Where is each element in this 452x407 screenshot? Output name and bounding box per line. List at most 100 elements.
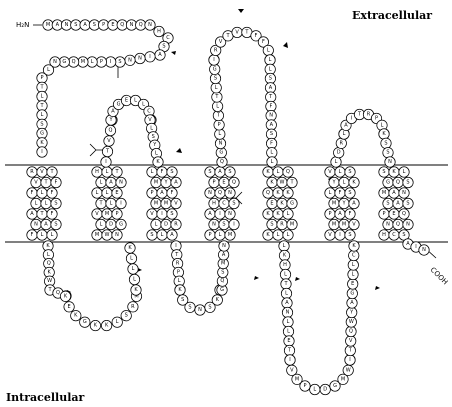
residue-bead: N: [282, 307, 292, 317]
residue-letter: A: [396, 201, 400, 207]
residue-letter: R: [131, 304, 135, 310]
residue-bead: L: [211, 83, 221, 93]
residue-bead: E: [64, 302, 74, 312]
residue-letter: L: [287, 232, 290, 238]
residue-bead: K: [60, 291, 70, 301]
residue-bead: L: [283, 326, 293, 336]
residue-bead: I: [145, 52, 155, 62]
residue-bead: S: [265, 73, 275, 83]
residue-bead: V: [37, 167, 47, 177]
residue-bead: S: [167, 167, 177, 177]
residue-bead: K: [277, 198, 287, 208]
residue-bead: G: [37, 128, 47, 138]
residue-bead: N: [135, 53, 145, 63]
residue-bead: I: [116, 198, 126, 208]
residue-letter: S: [269, 76, 272, 82]
residue-letter: Q: [396, 180, 400, 186]
residue-letter: H: [382, 232, 386, 238]
residue-letter: N: [228, 190, 232, 196]
residue-letter: N: [388, 159, 392, 165]
residue-bead: L: [280, 269, 290, 279]
residue-bead: I: [215, 209, 225, 219]
residue-letter: Q: [232, 180, 236, 186]
residue-bead: I: [345, 355, 355, 365]
residue-bead: F: [47, 188, 57, 198]
residue-letter: S: [208, 169, 211, 175]
residue-bead: W: [346, 317, 356, 327]
residue-letter: F: [161, 169, 164, 175]
residue-bead: A: [157, 188, 167, 198]
residue-letter: W: [349, 319, 354, 325]
residue-bead: I: [209, 55, 219, 65]
residue-letter: L: [155, 222, 158, 228]
residue-letter: A: [338, 211, 342, 217]
residue-bead: K: [389, 167, 399, 177]
residue-bead: L: [265, 55, 275, 65]
residue-letter: L: [335, 159, 338, 165]
residue-bead: P: [209, 177, 219, 187]
residue-bead: P: [300, 381, 310, 391]
residue-bead: A: [171, 177, 181, 187]
residue-bead: P: [379, 209, 389, 219]
residue-bead: I: [37, 147, 47, 157]
residue-letter: M: [228, 232, 232, 238]
residue-letter: V: [40, 169, 44, 175]
residue-letter: L: [150, 125, 153, 131]
residue-letter: Q: [56, 290, 60, 296]
residue-bead: A: [347, 298, 357, 308]
residue-letter: Q: [220, 278, 224, 284]
residue-bead: F: [47, 209, 57, 219]
residue-bead: M: [338, 374, 348, 384]
residue-letter: M: [164, 201, 168, 207]
residue-letter: L: [106, 169, 109, 175]
residue-letter: Q: [266, 190, 270, 196]
residue-bead: P: [96, 57, 106, 67]
residue-letter: I: [289, 357, 290, 363]
residue-bead: P: [147, 188, 157, 198]
residue-bead: G: [287, 198, 297, 208]
residue-bead: L: [310, 384, 320, 394]
residue-bead: M: [379, 188, 389, 198]
residue-letter: L: [277, 232, 280, 238]
residue-letter: R: [340, 140, 344, 146]
residue-letter: S: [74, 22, 77, 28]
residue-letter: L: [283, 243, 286, 249]
residue-letter: S: [150, 232, 153, 238]
residue-bead: G: [347, 288, 357, 298]
residue-bead: N: [31, 219, 41, 229]
residue-letter: L: [403, 169, 406, 175]
residue-letter: L: [352, 262, 355, 268]
residue-bead: A: [155, 50, 165, 60]
residue-bead: L: [37, 110, 47, 120]
residue-bead: K: [153, 157, 163, 167]
residue-bead: A: [389, 188, 399, 198]
residue-letter: V: [290, 367, 294, 373]
residue-bead: L: [37, 188, 47, 198]
residue-letter: F: [255, 33, 258, 39]
residue-letter: V: [352, 222, 356, 228]
residue-letter: S: [40, 121, 43, 127]
residue-letter: P: [375, 115, 378, 121]
residue-letter: L: [41, 190, 44, 196]
residue-bead: S: [267, 219, 277, 229]
residue-bead: Q: [263, 188, 273, 198]
residue-letter: P: [150, 190, 153, 196]
residue-bead: K: [279, 250, 289, 260]
residue-bead: P: [205, 230, 215, 240]
residue-bead: S: [167, 209, 177, 219]
residue-letter: L: [381, 122, 384, 128]
residue-letter: M: [105, 211, 109, 217]
residue-bead: L: [348, 269, 358, 279]
residue-letter: S: [181, 297, 184, 303]
residue-letter: L: [100, 180, 103, 186]
residue-letter: S: [232, 201, 235, 207]
residue-letter: N: [115, 232, 119, 238]
extracellular-label: Extracellular: [352, 9, 432, 22]
residue-bead: I: [106, 57, 116, 67]
residue-letter: M: [295, 376, 299, 382]
residue-bead: N: [116, 177, 126, 187]
residue-letter: W: [105, 232, 110, 238]
residue-bead: H: [92, 167, 102, 177]
residue-letter: A: [285, 300, 289, 306]
residue-bead: L: [37, 230, 47, 240]
